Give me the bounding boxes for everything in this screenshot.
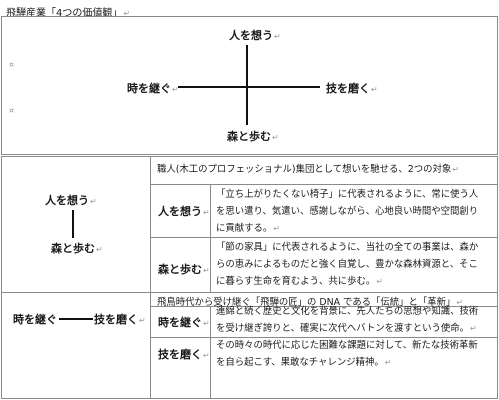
row-label-waza: 技を磨く↵ — [158, 348, 210, 361]
section1-vertical-line — [72, 210, 74, 238]
cross-label-left: 時を継ぐ↵ — [127, 82, 179, 95]
section2-label-right: 技を磨く↵ — [94, 313, 146, 326]
row-text-mori: 「節の家具」に代表されるように、当社の全ての事業は、森か らの恵みによるものだと… — [216, 242, 479, 287]
row-label-toki: 時を継ぐ↵ — [158, 316, 210, 329]
table-subcolumn-divider — [210, 306, 211, 399]
cross-label-bottom: 森と歩む↵ — [227, 130, 279, 143]
section2-header: 飛鳥時代から受け継ぐ「飛騨の匠」の DNA である「伝統」と「革新」↵ — [157, 297, 464, 308]
cross-vertical-line — [246, 45, 248, 125]
table-bottom-border — [1, 398, 498, 399]
table-row-divider — [150, 237, 498, 238]
row-text-hito: 「立ち上がりたくない椅子」に代表されるように、常に使う人 を思い遣り、気遣い、感… — [216, 189, 479, 234]
section2-horizontal-line — [59, 318, 93, 320]
table-left-border — [1, 156, 2, 399]
cross-horizontal-line — [178, 86, 320, 88]
cross-label-right: 技を磨く↵ — [326, 82, 378, 95]
table-right-border — [497, 156, 498, 399]
table-subcolumn-divider — [210, 184, 211, 292]
document-title: 飛騨産業「4つの価値観」↵ — [6, 8, 131, 19]
table-row-divider — [150, 306, 498, 307]
section1-label-bottom: 森と歩む↵ — [51, 242, 103, 255]
empty-paragraph-mark: ¤ — [9, 106, 15, 115]
table-row-divider — [150, 337, 498, 338]
values-figure-frame — [1, 16, 498, 155]
table-top-border — [1, 156, 498, 157]
row-text-toki: 連綿と続く歴史と文化を背景に、先人たちの思想や知識、技術 を受け継ぎ誇りと、確実… — [216, 306, 479, 334]
section2-label-left: 時を継ぐ — [13, 313, 57, 326]
empty-paragraph-mark: ¤ — [9, 60, 15, 69]
table-section-divider — [1, 292, 498, 293]
section1-header: 職人(木工のプロフェッショナル)集団として想いを馳せる、2つの対象↵ — [157, 164, 459, 175]
table-row-divider — [150, 184, 498, 185]
section1-label-top: 人を想う↵ — [45, 194, 97, 207]
row-label-mori: 森と歩む↵ — [158, 263, 210, 276]
table-column-divider — [150, 156, 151, 399]
row-label-hito: 人を想う↵ — [158, 205, 210, 218]
row-text-waza: その時々の時代に応じた困難な課題に対して、新たな技術革新 を自ら起こす、果敢なチ… — [216, 340, 478, 368]
cross-label-top: 人を想う↵ — [229, 29, 281, 42]
